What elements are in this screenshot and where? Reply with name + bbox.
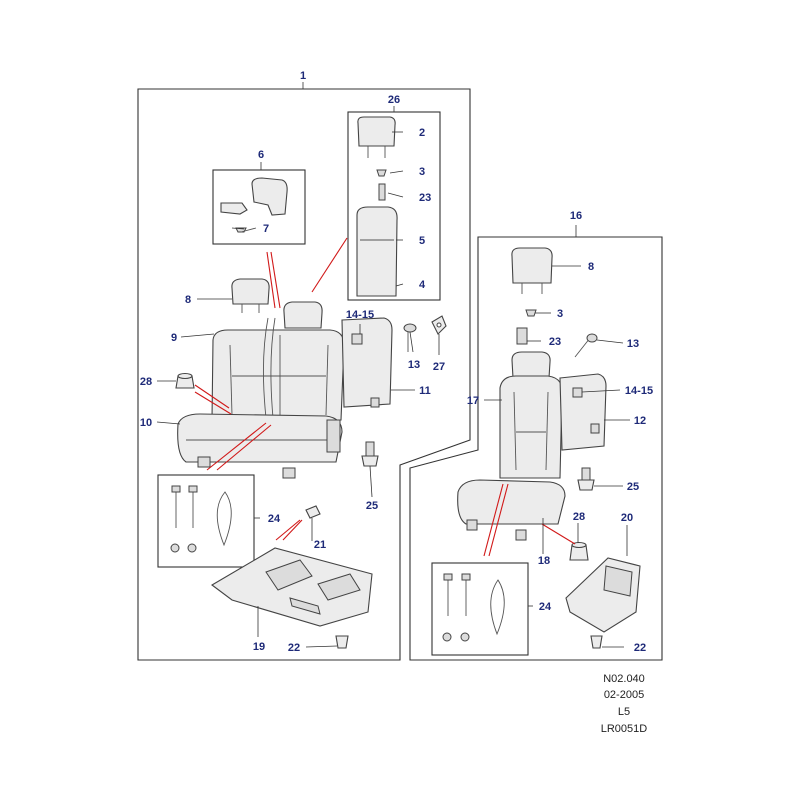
callout-2: 2 — [419, 127, 425, 139]
callout-5: 5 — [419, 235, 425, 247]
washer-27 — [431, 315, 447, 335]
callout-17: 17 — [467, 395, 479, 407]
callout-22-left: 22 — [288, 642, 300, 654]
callout-20: 20 — [621, 512, 633, 524]
clip-22-right — [590, 635, 603, 649]
callout-28-left: 28 — [140, 376, 152, 388]
callout-27: 27 — [433, 361, 445, 373]
callout-14-15-left: 14-15 — [346, 309, 374, 321]
clip-25-left — [361, 441, 379, 467]
callout-1: 1 — [300, 70, 306, 82]
bolt-13-left — [403, 323, 417, 352]
reference-block: N02.040 02-2005 L5 LR0051D — [601, 673, 648, 735]
callout-4: 4 — [419, 279, 426, 291]
reference-part-number: LR0051D — [601, 723, 648, 735]
callout-25-left: 25 — [366, 500, 378, 512]
callout-10: 10 — [140, 417, 152, 429]
callout-11: 11 — [419, 385, 431, 397]
callout-3-left: 3 — [419, 166, 425, 178]
kit-24-frame-right — [431, 562, 529, 656]
group-6-frame — [212, 169, 306, 245]
group-6-parts — [220, 177, 288, 233]
callout-21: 21 — [314, 539, 326, 551]
callout-3-right: 3 — [557, 308, 563, 320]
callout-28-right: 28 — [573, 511, 585, 523]
group-26-parts — [356, 116, 398, 297]
reference-date: 02-2005 — [604, 689, 644, 701]
callout-24-right: 24 — [539, 601, 552, 613]
red-assembly-leaders — [194, 237, 576, 557]
callout-8-left: 8 — [185, 294, 191, 306]
reference-code: N02.040 — [603, 673, 645, 685]
callout-19: 19 — [253, 641, 265, 653]
callout-labels: 1 26 2 3 23 5 4 6 7 8 9 28 10 14-15 13 2… — [140, 70, 653, 654]
callout-leaders — [156, 131, 630, 648]
callout-25-right: 25 — [627, 481, 639, 493]
callout-13-left: 13 — [408, 359, 420, 371]
clip-21 — [305, 505, 321, 519]
clip-22-left — [335, 635, 349, 649]
callout-24-left: 24 — [268, 513, 281, 525]
right-seat — [457, 247, 566, 541]
callout-16: 16 — [570, 210, 582, 222]
reference-model: L5 — [618, 706, 630, 718]
bracket-20 — [565, 557, 641, 633]
callout-6: 6 — [258, 149, 264, 161]
bump-stop-28-right — [569, 541, 589, 561]
back-panel-11 — [341, 317, 393, 408]
callout-12: 12 — [634, 415, 646, 427]
callout-26: 26 — [388, 94, 400, 106]
callout-22-right: 22 — [634, 642, 646, 654]
group-1-frame — [137, 88, 471, 661]
callout-13-right: 13 — [627, 338, 639, 350]
bump-stop-28-left — [175, 372, 195, 389]
callout-8-right: 8 — [588, 261, 594, 273]
callout-23-right: 23 — [549, 336, 561, 348]
kit-24-right-parts — [442, 573, 505, 642]
floor-tray-19 — [211, 547, 373, 627]
callout-14-15-right: 14-15 — [625, 385, 653, 397]
right-small-parts — [516, 309, 598, 491]
back-panel-12 — [559, 373, 607, 451]
callout-9: 9 — [171, 332, 177, 344]
rear-bench-seat — [177, 278, 345, 479]
kit-24-left-parts — [170, 485, 232, 553]
group-16-frame — [409, 236, 663, 661]
callout-7: 7 — [263, 223, 269, 235]
callout-23-left: 23 — [419, 192, 431, 204]
kit-24-frame-left — [157, 474, 255, 568]
callout-18: 18 — [538, 555, 550, 567]
